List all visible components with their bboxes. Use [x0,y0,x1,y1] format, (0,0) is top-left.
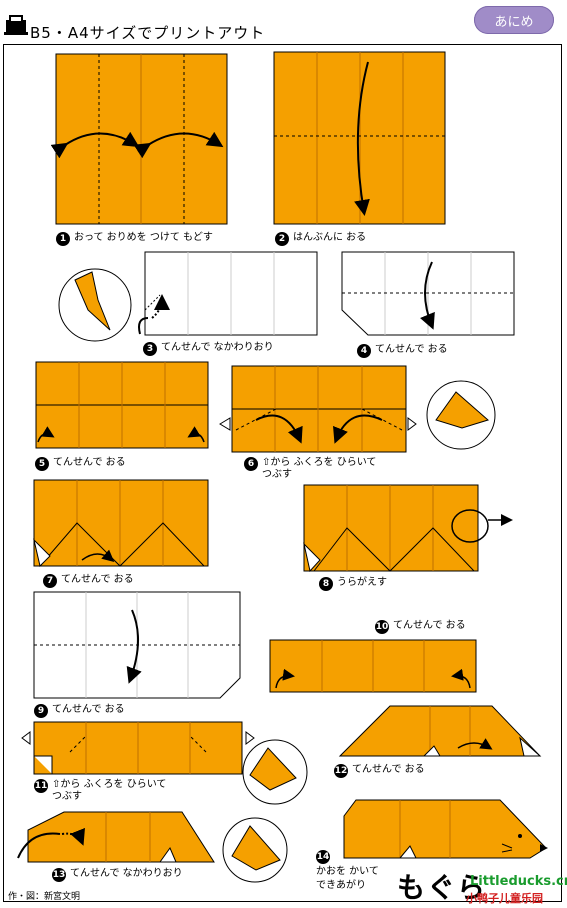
step-text: てんせんで なかわりおり [161,342,274,353]
page-title: B5・A4サイズでプリントアウト [30,24,266,42]
step5-paper [35,361,209,449]
step-text-2: できあがり [316,880,366,891]
step2-caption: 2 はんぶんに おる [275,232,366,246]
step7-caption: 7 てんせんで おる [43,574,134,588]
step-number: 7 [43,574,57,588]
step7-paper [33,479,209,567]
step-number: 5 [35,457,49,471]
step4-caption: 4 てんせんで おる [357,344,448,358]
step3-caption: 3 てんせんで なかわりおり [143,342,274,356]
step13-paper [17,811,288,883]
step-number: 13 [52,868,66,882]
step8-caption: 8 うらがえす [319,577,387,591]
step3-paper [58,251,318,342]
step10-caption: 10 てんせんで おる [375,620,466,634]
step14-caption: 14 かおを かいて できあがり [316,850,379,892]
step-text: ⇧から ふくろを ひらいて [52,779,167,790]
step-text: てんせんで おる [61,574,134,585]
step6-paper [219,365,496,453]
step-text: てんせんで おる [375,344,448,355]
step-number: 2 [275,232,289,246]
step2-paper [273,51,446,225]
step-number: 1 [56,232,70,246]
watermark-chinese: 小鸭子儿童乐园 [466,892,543,905]
step-text: てんせんで おる [393,620,466,631]
step14-mole [343,799,548,859]
step-text: ⇧から ふくろを ひらいて [262,457,377,468]
step-text-2: つぶす [262,469,292,480]
step-number: 3 [143,342,157,356]
step-number: 10 [375,620,389,634]
step12-paper [338,705,542,757]
author-credit: 作・図：新宮文明 [8,892,81,902]
step-text: うらがえす [337,577,387,588]
step8-paper [303,484,513,573]
step-text: てんせんで なかわりおり [70,868,183,879]
step-text: おって おりめを つけて もどす [74,232,213,243]
step6-caption: 6 ⇧から ふくろを ひらいてつぶす [244,457,376,481]
step11-paper [21,721,308,805]
step9-paper [33,591,241,699]
brand-pill[interactable]: あにめ [474,6,554,34]
step-number: 14 [316,850,330,864]
step-text: かおを かいて [316,866,379,877]
step12-caption: 12 てんせんで おる [334,764,425,778]
step-number: 11 [34,779,48,793]
step5-caption: 5 てんせんで おる [35,457,126,471]
printer-icon [4,15,28,35]
step-number: 12 [334,764,348,778]
step-text: てんせんで おる [53,457,126,468]
step10-paper [269,639,477,693]
step-number: 8 [319,577,333,591]
step4-paper [341,251,515,336]
step11-caption: 11 ⇧から ふくろを ひらいてつぶす [34,779,166,803]
step-text: てんせんで おる [52,704,125,715]
step-number: 6 [244,457,258,471]
step-number: 4 [357,344,371,358]
step13-caption: 13 てんせんで なかわりおり [52,868,183,882]
step-number: 9 [34,704,48,718]
step1-caption: 1 おって おりめを つけて もどす [56,232,213,246]
content-frame [3,44,562,902]
watermark-latin: Littleducks.cn [470,874,567,889]
step-text: はんぶんに おる [293,232,367,243]
step-text: てんせんで おる [352,764,425,775]
step-text-2: つぶす [52,791,82,802]
step9-caption: 9 てんせんで おる [34,704,125,718]
model-title: もぐら [397,871,488,904]
step1-paper [50,53,228,225]
